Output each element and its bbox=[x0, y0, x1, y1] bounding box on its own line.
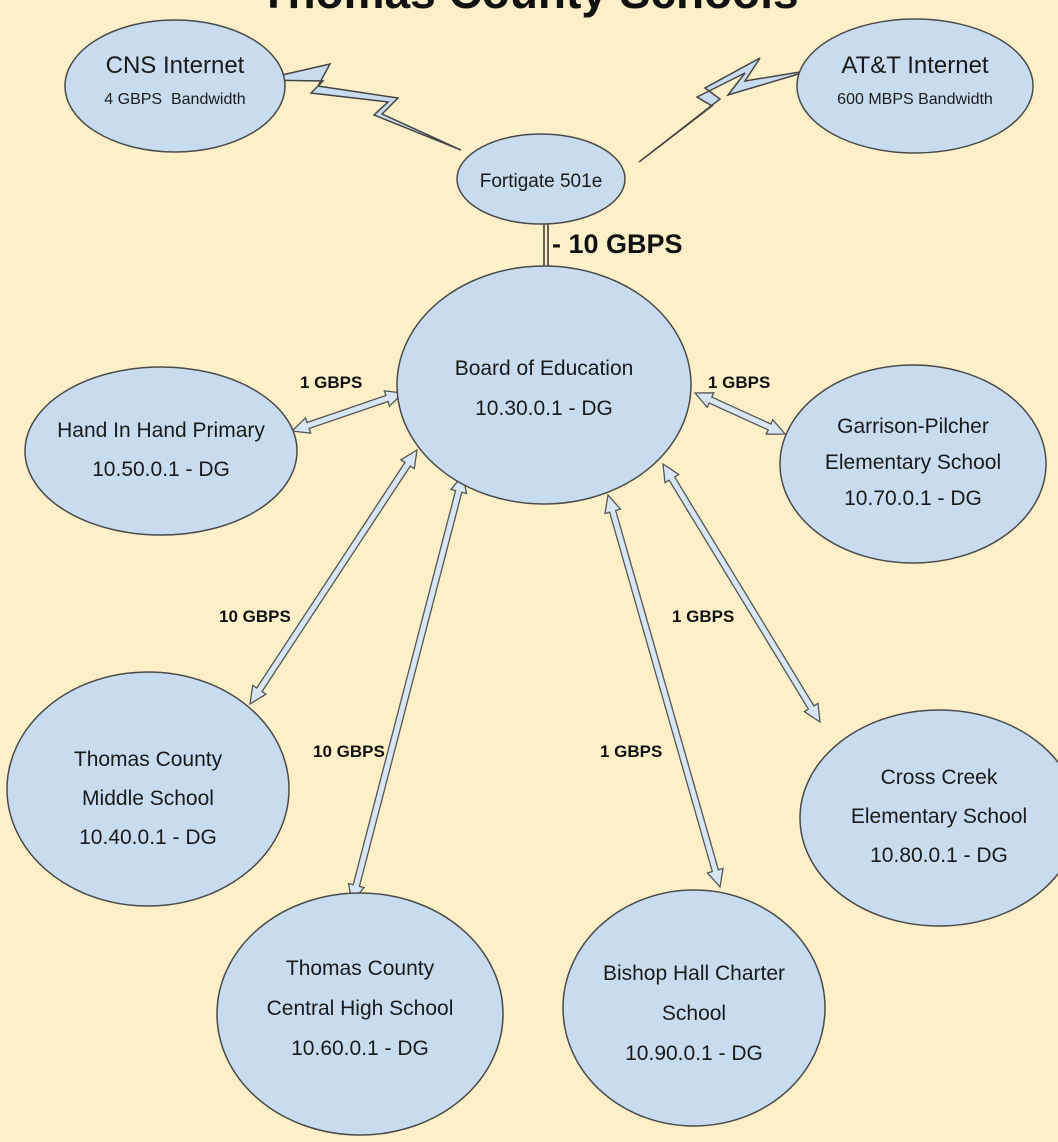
tc-middle-line-3: 10.40.0.1 - DG bbox=[79, 826, 217, 849]
att-name: AT&T Internet bbox=[841, 52, 989, 79]
node-tc-central-high: Thomas County Central High School 10.60.… bbox=[216, 892, 504, 1136]
arrow-hand-in-hand bbox=[290, 390, 405, 434]
garrison-line-2: Elementary School bbox=[825, 451, 1001, 474]
node-garrison-pilcher: Garrison-Pilcher Elementary School 10.70… bbox=[779, 364, 1047, 564]
cross-creek-line-1: Cross Creek bbox=[881, 766, 998, 789]
hub-name: Board of Education bbox=[455, 357, 634, 380]
link-arrows bbox=[249, 390, 821, 904]
node-att-internet: AT&T Internet 600 MBPS Bandwidth bbox=[796, 18, 1034, 154]
node-firewall: Fortigate 501e bbox=[456, 133, 626, 225]
att-link-bolt bbox=[638, 57, 813, 163]
arrow-tc-middle bbox=[249, 448, 418, 706]
node-board-of-education: Board of Education 10.30.0.1 - DG bbox=[396, 265, 692, 505]
hand-in-hand-line-2: 10.50.0.1 - DG bbox=[92, 458, 230, 481]
tc-middle-line-1: Thomas County bbox=[74, 748, 223, 771]
cross-creek-line-2: Elementary School bbox=[851, 805, 1027, 828]
bishop-line-1: Bishop Hall Charter bbox=[603, 962, 785, 985]
garrison-line-1: Garrison-Pilcher bbox=[837, 415, 989, 438]
uplink-label: - 10 GBPS bbox=[552, 229, 683, 259]
arrow-tc-high bbox=[347, 473, 468, 904]
node-tc-middle-school: Thomas County Middle School 10.40.0.1 - … bbox=[6, 671, 290, 907]
link-label-tc-high: 10 GBPS bbox=[313, 742, 385, 761]
link-label-garrison: 1 GBPS bbox=[708, 373, 770, 392]
tc-middle-line-2: Middle School bbox=[82, 787, 214, 810]
att-bandwidth: 600 MBPS Bandwidth bbox=[837, 91, 993, 108]
garrison-line-3: 10.70.0.1 - DG bbox=[844, 487, 982, 510]
hub-ip: 10.30.0.1 - DG bbox=[475, 397, 613, 420]
hand-in-hand-line-1: Hand In Hand Primary bbox=[57, 419, 265, 442]
tc-high-line-2: Central High School bbox=[267, 997, 454, 1020]
node-hand-in-hand-primary: Hand In Hand Primary 10.50.0.1 - DG bbox=[24, 366, 298, 536]
cns-link-bolt bbox=[259, 62, 462, 151]
tc-high-line-3: 10.60.0.1 - DG bbox=[291, 1037, 429, 1060]
link-label-tc-middle: 10 GBPS bbox=[219, 607, 291, 626]
link-label-bishop: 1 GBPS bbox=[600, 742, 662, 761]
arrow-bishop bbox=[604, 493, 724, 889]
arrow-cross-creek bbox=[662, 462, 821, 724]
cross-creek-line-3: 10.80.0.1 - DG bbox=[870, 844, 1008, 867]
node-cns-internet: CNS Internet 4 GBPS Bandwidth bbox=[64, 19, 286, 153]
bishop-line-2: School bbox=[662, 1002, 726, 1025]
node-bishop-hall: Bishop Hall Charter School 10.90.0.1 - D… bbox=[562, 889, 826, 1127]
link-label-hand-in-hand: 1 GBPS bbox=[300, 373, 362, 392]
cns-name: CNS Internet bbox=[106, 52, 245, 79]
bishop-line-3: 10.90.0.1 - DG bbox=[625, 1042, 763, 1065]
cns-bandwidth: 4 GBPS Bandwidth bbox=[104, 91, 245, 108]
arrow-garrison bbox=[693, 392, 787, 435]
firewall-name: Fortigate 501e bbox=[480, 171, 603, 192]
diagram-title: Thomas County Schools bbox=[259, 0, 798, 18]
link-label-cross-creek: 1 GBPS bbox=[672, 607, 734, 626]
tc-high-line-1: Thomas County bbox=[286, 957, 435, 980]
node-cross-creek: Cross Creek Elementary School 10.80.0.1 … bbox=[799, 709, 1058, 927]
